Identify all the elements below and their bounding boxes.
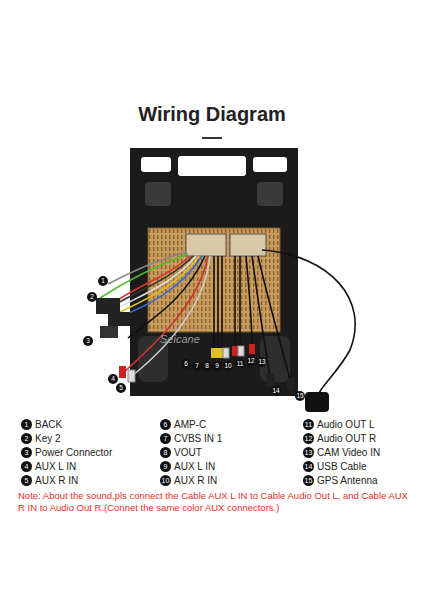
- legend-number: 13: [303, 447, 314, 458]
- callout-number: 2: [87, 292, 97, 302]
- legend-text: Key 2: [35, 433, 61, 444]
- legend-text: CAM Video IN: [317, 447, 380, 458]
- wire-harness: [100, 250, 355, 395]
- legend-text: AUX L IN: [174, 461, 215, 472]
- legend-number: 7: [160, 433, 171, 444]
- legend-number: 12: [303, 433, 314, 444]
- legend-text: AUX R IN: [35, 475, 78, 486]
- legend-text: BACK: [35, 419, 62, 430]
- legend-text: Power Connector: [35, 447, 112, 458]
- legend-number: 3: [21, 447, 32, 458]
- legend-number: 6: [160, 419, 171, 430]
- legend-number: 9: [160, 461, 171, 472]
- connectors: [96, 298, 329, 412]
- legend-number: 15: [303, 475, 314, 486]
- watermark: Seicane: [160, 333, 200, 345]
- callout-number: 12: [246, 356, 256, 366]
- callout-number: 1: [98, 276, 108, 286]
- callout-number: 3: [83, 336, 93, 346]
- legend-number: 1: [21, 419, 32, 430]
- callout-number: 15: [295, 391, 305, 401]
- callout-number: 4: [108, 374, 118, 384]
- legend-text: AUX R IN: [174, 475, 217, 486]
- dash-frame: [130, 148, 298, 396]
- legend-text: Audio OUT R: [317, 433, 376, 444]
- legend-number: 14: [303, 461, 314, 472]
- legend-text: CVBS IN 1: [174, 433, 222, 444]
- callout-number: 6: [181, 359, 191, 369]
- callout-number: 5: [116, 383, 126, 393]
- callout-number: 7: [192, 361, 202, 371]
- legend-number: 10: [160, 475, 171, 486]
- legend-number: 11: [303, 419, 314, 430]
- legend-number: 2: [21, 433, 32, 444]
- diagram-title: Wiring Diagram: [0, 103, 424, 126]
- legend-text: AMP-C: [174, 419, 206, 430]
- callout-number: 10: [223, 361, 233, 371]
- callout-number: 8: [202, 361, 212, 371]
- callout-number: 11: [235, 359, 245, 369]
- callout-number: 9: [212, 361, 222, 371]
- legend-text: VOUT: [174, 447, 202, 458]
- callout-number: 13: [257, 357, 267, 367]
- legend-text: Audio OUT L: [317, 419, 375, 430]
- legend-text: USB Cable: [317, 461, 366, 472]
- legend-number: 4: [21, 461, 32, 472]
- legend-number: 5: [21, 475, 32, 486]
- note-text: Note: About the sound,pls connect the Ca…: [18, 490, 410, 514]
- callout-number: 14: [271, 386, 281, 396]
- legend-text: GPS Antenna: [317, 475, 378, 486]
- legend-number: 8: [160, 447, 171, 458]
- title-rule: [202, 137, 222, 139]
- legend-text: AUX L IN: [35, 461, 76, 472]
